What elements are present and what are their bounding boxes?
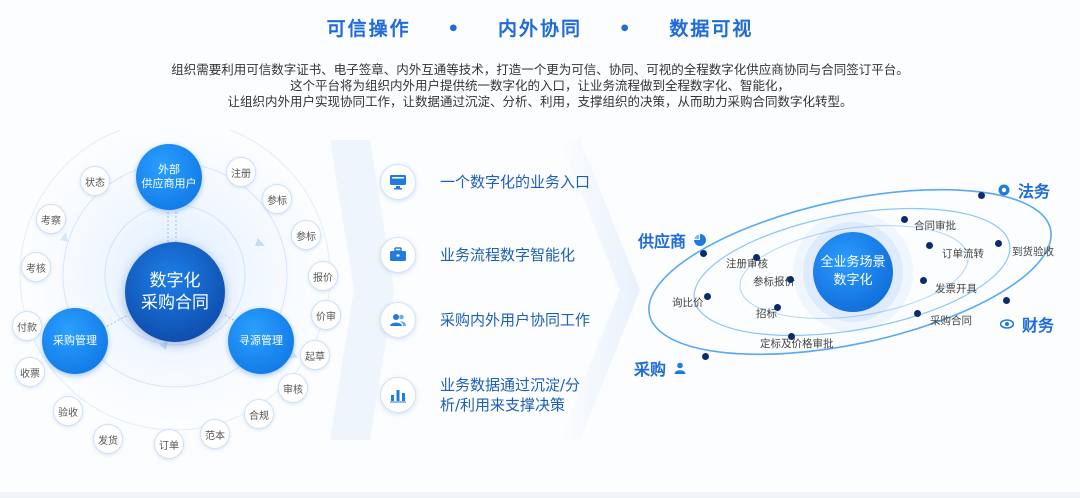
- bottom-divider: [0, 492, 1080, 498]
- orbit-dot: [700, 250, 707, 257]
- pie-chart-icon: [694, 234, 707, 246]
- feature-label: 业务流程数字智能化: [440, 245, 575, 265]
- orbit-dot: [926, 242, 933, 249]
- bubble-inspect: 考察: [36, 204, 66, 234]
- step-purchase-contract: 采购合同: [930, 315, 972, 327]
- feature-item-data-decision: 业务数据通过沉淀/分 析/利用来支撑决策: [380, 375, 640, 415]
- bar-chart-icon: [380, 377, 416, 413]
- orbit-dot: [753, 254, 760, 261]
- bubble-acceptance: 验收: [53, 396, 83, 426]
- actor-legal: 法务: [998, 178, 1050, 202]
- title-part-1: 可信操作: [326, 18, 411, 40]
- right-diagram: 全业务场景 数字化 供应商 法务 财务 采购 注册审核 参标报价 询比价 招标 …: [620, 160, 1080, 400]
- step-delivery-acceptance: 到货验收: [1012, 246, 1054, 258]
- bubble-draft: 起草: [300, 340, 330, 370]
- bubble-bid: 参标: [262, 184, 292, 214]
- bubble-compliance: 合规: [244, 399, 274, 429]
- intro-text: 组织需要利用可信数字证书、电子签章、内外互通等技术，打造一个更为可信、协同、可视…: [80, 62, 1000, 110]
- actor-supplier-label: 供应商: [638, 232, 687, 251]
- intro-line-1: 组织需要利用可信数字证书、电子签章、内外互通等技术，打造一个更为可信、协同、可视…: [171, 62, 909, 77]
- feature-item-process-intelligence: 业务流程数字智能化: [380, 237, 640, 273]
- node-sourcing-management: 寻源管理: [228, 308, 294, 374]
- intro-line-2: 这个平台将为组织内外用户提供统一数字化的入口，让业务流程做到全程数字化、智能化，: [289, 78, 790, 93]
- step-inquiry-comparison: 询比价: [672, 297, 704, 309]
- feature-label-line-1: 一个数字化的业务入口: [440, 173, 591, 191]
- title-part-2: 内外协同: [497, 18, 582, 40]
- step-award-price-approval: 定标及价格审批: [760, 338, 834, 350]
- orbit-dot: [788, 333, 795, 340]
- actor-purchase-label: 采购: [634, 360, 667, 379]
- title-separator: •: [447, 18, 462, 40]
- actor-finance-label: 财务: [1022, 316, 1055, 335]
- orbit-dot: [914, 310, 921, 317]
- orbit-dot: [787, 276, 794, 283]
- orbit-dot: [920, 277, 927, 284]
- feature-label: 采购内外用户协同工作: [440, 310, 590, 330]
- feature-label: 一个数字化的业务入口: [440, 172, 590, 192]
- orbit-dot: [995, 240, 1002, 247]
- orbit-dot: [901, 216, 908, 223]
- feature-label-line-1: 业务数据通过沉淀/分: [440, 376, 581, 394]
- orbit-dot: [1003, 297, 1010, 304]
- bubble-register: 注册: [226, 157, 256, 187]
- orbit-dot: [702, 353, 709, 360]
- step-invoice-issuing: 发票开具: [935, 283, 977, 295]
- intro-line-3: 让组织内外用户实现协同工作，让数据通过沉淀、分析、利用，支撑组织的决策，从而助力…: [227, 94, 853, 109]
- actor-purchase: 采购: [634, 356, 686, 380]
- feature-label-line-1: 采购内外用户协同工作: [440, 311, 591, 329]
- center-node-line-1: 数字化: [149, 271, 201, 291]
- bubble-order: 订单: [154, 429, 184, 459]
- monitor-icon: [380, 164, 416, 200]
- feature-label: 业务数据通过沉淀/分 析/利用来支撑决策: [440, 375, 580, 415]
- step-tender: 招标: [756, 308, 777, 320]
- node-procurement-management: 采购管理: [42, 308, 108, 374]
- bubble-receive-invoice: 收票: [15, 357, 45, 387]
- briefcase-icon: [380, 237, 416, 273]
- bubble-assess: 考核: [21, 252, 51, 282]
- bubble-quote: 报价: [308, 261, 338, 291]
- users-icon: [380, 302, 416, 338]
- actor-supplier: 供应商: [638, 228, 707, 252]
- right-center-line-2: 数字化: [833, 273, 873, 288]
- center-node-line-2: 采购合同: [141, 293, 209, 313]
- bubble-price-review: 价审: [311, 300, 341, 330]
- right-center-line-1: 全业务场景: [820, 255, 886, 270]
- title-separator: •: [618, 18, 633, 40]
- node-procurement-management-label: 采购管理: [53, 334, 97, 347]
- finance-eye-icon: [1000, 319, 1014, 329]
- bubble-template: 范本: [200, 419, 230, 449]
- bubble-status: 状态: [80, 166, 110, 196]
- bubble-review: 审核: [278, 373, 308, 403]
- node-sourcing-management-label: 寻源管理: [239, 334, 283, 347]
- step-bid-quotation: 参标报价: [753, 276, 795, 288]
- step-registration-review: 注册审核: [726, 258, 768, 270]
- page-title: 可信操作 • 内外协同 • 数据可视: [0, 14, 1080, 41]
- feature-item-user-collaboration: 采购内外用户协同工作: [380, 302, 640, 338]
- right-center-node: 全业务场景 数字化: [813, 232, 893, 312]
- feature-arrow-background: [330, 140, 640, 440]
- node-external-supplier: 外部 供应商用户: [136, 144, 202, 210]
- step-contract-approval: 合同审批: [914, 220, 956, 232]
- feature-label-line-2: 析/利用来支撑决策: [440, 396, 566, 414]
- orbit-dot: [774, 304, 781, 311]
- feature-item-digital-entry: 一个数字化的业务入口: [380, 164, 640, 200]
- user-icon: [674, 362, 686, 374]
- bubble-bid-2: 参标: [291, 220, 321, 250]
- legal-badge-icon: [998, 184, 1010, 196]
- right-diagram-orbits: [648, 188, 1052, 356]
- bubble-payment: 付款: [12, 311, 42, 341]
- center-node-digital-procurement: 数字化 采购合同: [125, 242, 225, 342]
- orbit-dot: [704, 293, 711, 300]
- actor-legal-label: 法务: [1018, 182, 1051, 201]
- step-order-flow: 订单流转: [942, 248, 984, 260]
- node-external-supplier-line-2: 供应商用户: [141, 177, 197, 190]
- actor-finance: 财务: [1000, 312, 1054, 336]
- title-part-3: 数据可视: [669, 18, 754, 40]
- feature-label-line-1: 业务流程数字智能化: [440, 246, 576, 264]
- orbit-dot: [978, 192, 985, 199]
- bubble-shipping: 发货: [93, 424, 123, 454]
- node-external-supplier-line-1: 外部: [158, 163, 180, 176]
